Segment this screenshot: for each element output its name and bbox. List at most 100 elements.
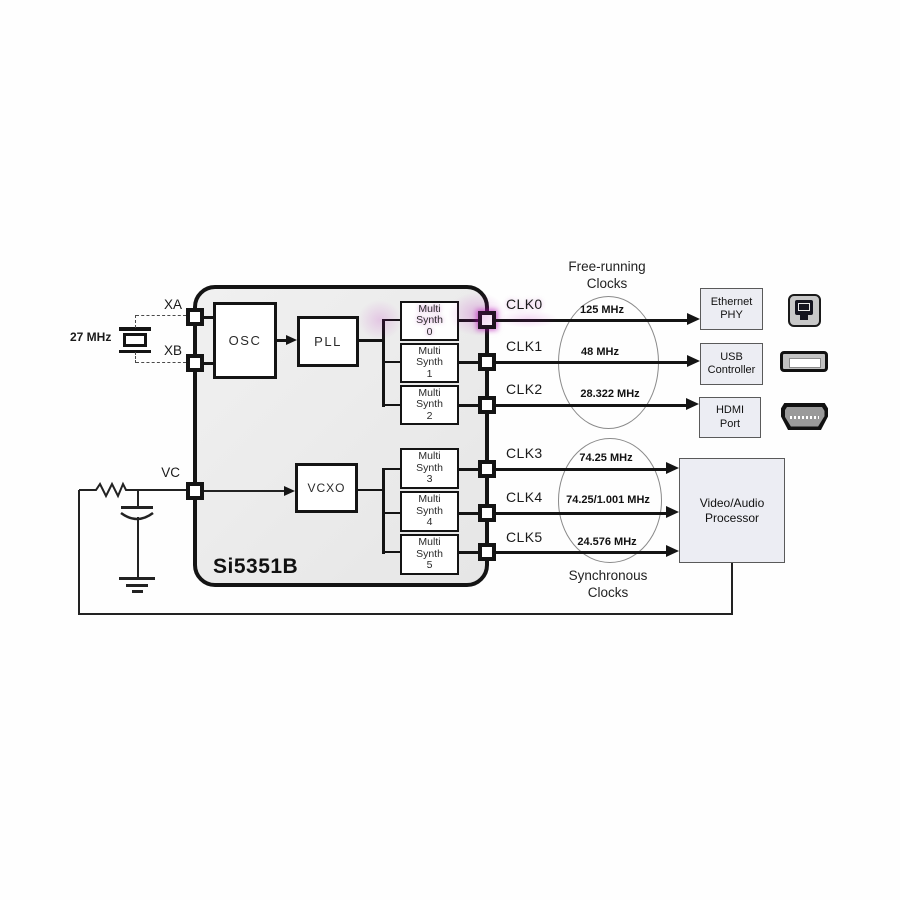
clk2-frequency: 28.322 MHz	[580, 388, 640, 400]
arrowhead-clk1	[687, 355, 700, 367]
feedback-wire-processor	[730, 563, 733, 615]
clk3-label: CLK3	[506, 445, 543, 461]
clk5-label: CLK5	[506, 529, 543, 545]
wire-bus-ms5	[384, 550, 401, 553]
pin-clk4	[478, 504, 496, 522]
pin-label-xa: XA	[163, 297, 182, 312]
pll-label: PLL	[314, 334, 342, 349]
wire-xa-osc	[203, 315, 214, 319]
ground-bar-2	[126, 583, 148, 587]
ground-bar-3	[132, 590, 143, 593]
osc-block: OSC	[213, 302, 277, 379]
arrowhead-clk2	[686, 398, 699, 410]
wire-osc-pll	[277, 338, 288, 342]
crystal-plate-top	[119, 327, 151, 331]
wire-bus-ms1	[384, 360, 401, 363]
arrowhead-clk4	[666, 506, 679, 518]
wire-vc-vcxo	[203, 490, 286, 492]
wire-resistor-left	[79, 489, 93, 491]
bus-bottom-vertical	[382, 467, 385, 554]
arrowhead-osc-pll	[286, 334, 297, 345]
wire-bus-ms3	[384, 467, 401, 470]
chip-label: Si5351B	[213, 555, 299, 578]
wire-bus-ms2	[384, 403, 401, 406]
pin-xa	[186, 308, 204, 326]
capacitor-plate-top	[121, 505, 153, 509]
crystal-plate-bottom	[119, 349, 151, 353]
clk2-line	[495, 403, 687, 407]
pin-clk0	[478, 311, 496, 329]
pin-xb	[186, 354, 204, 372]
arrowhead-clk3	[666, 462, 679, 474]
wire-resistor-vc	[127, 489, 186, 491]
wire-dashed-xb-drop	[134, 352, 136, 363]
crystal-frequency-label: 27 MHz	[70, 330, 112, 344]
clk1-label: CLK1	[506, 338, 543, 354]
bus-top-vertical	[382, 318, 385, 407]
clk4-line	[495, 511, 667, 515]
wire-dashed-xa	[136, 314, 186, 316]
wire-ms0-pin	[457, 318, 478, 322]
wire-cap-drop	[137, 490, 139, 507]
wire-ms3-pin	[457, 467, 478, 471]
wire-bus-ms0	[384, 318, 401, 321]
resistor-icon	[92, 481, 128, 499]
arrowhead-vc-vcxo	[284, 485, 295, 496]
pin-clk5	[478, 543, 496, 561]
pin-clk2	[478, 396, 496, 414]
usb-connector-icon	[780, 351, 828, 372]
clk3-line	[495, 467, 667, 471]
clk1-line	[495, 360, 688, 364]
arrowhead-clk5	[666, 545, 679, 557]
pin-clk1	[478, 353, 496, 371]
pin-label-xb: XB	[163, 343, 182, 358]
clk3-frequency: 74.25 MHz	[579, 452, 633, 464]
wire-dashed-xa-drop	[134, 315, 136, 328]
clk5-frequency: 24.576 MHz	[577, 536, 637, 548]
wire-bus-ms4	[384, 511, 401, 514]
wire-dashed-xb	[136, 362, 186, 363]
wire-cap-ground	[137, 517, 139, 578]
crystal-icon	[123, 333, 147, 347]
pin-vc	[186, 482, 204, 500]
clk5-line	[495, 550, 667, 554]
clk2-label: CLK2	[506, 381, 543, 397]
wire-vcxo-bus	[356, 488, 384, 491]
clk0-line	[495, 318, 688, 322]
wire-ms4-pin	[457, 511, 478, 515]
wire-ms1-pin	[457, 360, 478, 364]
clk0-label: CLK0	[506, 296, 543, 312]
vcxo-block: VCXO	[295, 463, 358, 513]
wire-pll-bus	[359, 338, 384, 342]
clk0-frequency: 125 MHz	[579, 304, 625, 316]
rj45-ethernet-icon	[788, 294, 821, 327]
synchronous-ellipse	[558, 438, 662, 563]
clk4-label: CLK4	[506, 489, 543, 505]
clk4-frequency: 74.25/1.001 MHz	[566, 494, 650, 506]
pll-block: PLL	[297, 316, 359, 367]
wire-ms2-pin	[457, 403, 478, 407]
pin-label-vc: VC	[161, 465, 180, 480]
wire-ms5-pin	[457, 550, 478, 554]
osc-label: OSC	[228, 333, 262, 348]
wire-xb-osc	[203, 361, 214, 365]
feedback-wire-left	[77, 490, 80, 615]
clk1-frequency: 48 MHz	[581, 346, 619, 358]
arrowhead-clk0	[687, 313, 700, 325]
